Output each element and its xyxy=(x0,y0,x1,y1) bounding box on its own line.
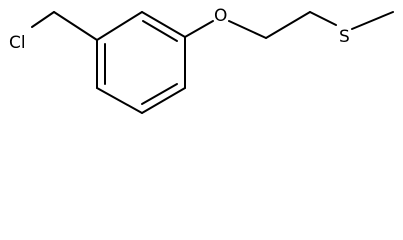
ring-bond-bottom-right xyxy=(141,87,186,114)
chemical-structure: Cl O S xyxy=(9,6,394,114)
thioether-chain: O S xyxy=(184,6,394,47)
sulfur-label: S xyxy=(339,27,350,47)
bond-ch2-s xyxy=(309,11,337,26)
chloromethyl-group: Cl xyxy=(9,11,98,53)
ring-double-bond-top xyxy=(142,20,178,42)
ring-double-bond-bottom xyxy=(141,83,178,105)
bond-ch2-cl xyxy=(31,11,55,28)
bond-s-ch3 xyxy=(351,11,394,30)
ring-bond-top-right xyxy=(141,11,186,38)
ring-bond-top-left xyxy=(96,11,143,41)
bond-ch2-ch2 xyxy=(265,11,311,39)
bond-ring-ch2 xyxy=(53,11,98,41)
chlorine-label: Cl xyxy=(9,33,26,53)
bond-ring-o xyxy=(184,20,214,38)
benzene-ring xyxy=(96,11,186,114)
oxygen-label: O xyxy=(214,6,227,26)
ring-bond-bottom-left xyxy=(96,87,143,114)
bond-o-ch2 xyxy=(228,20,267,39)
